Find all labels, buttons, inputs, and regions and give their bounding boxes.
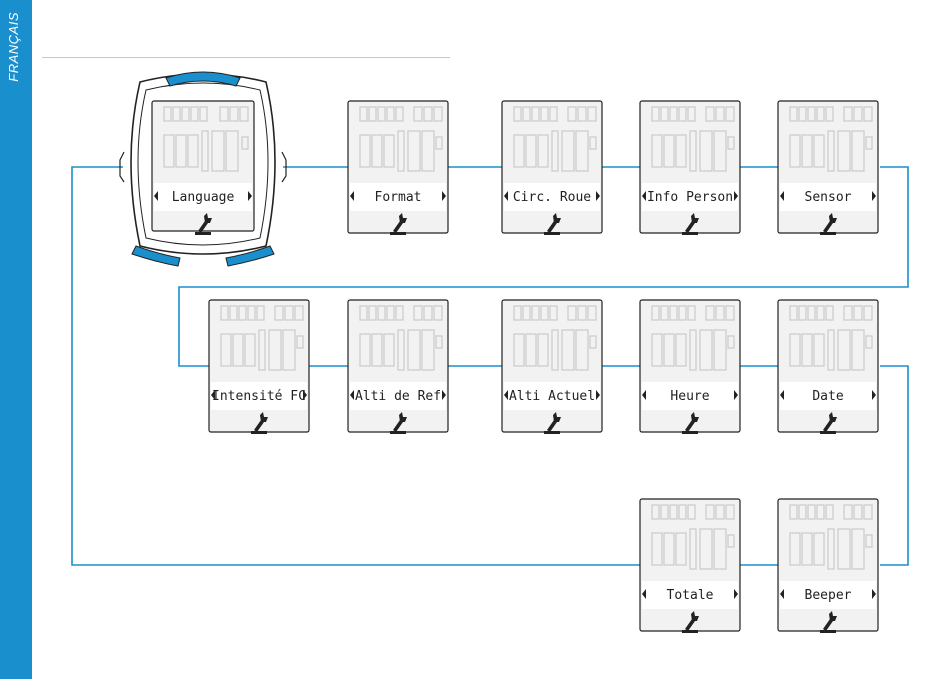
menu-item-label: Info Person [647,190,733,205]
menu-screen-7[interactable]: Alti Actuel [502,300,602,434]
wrench-base [682,431,698,434]
wrench-base [390,431,406,434]
wrench-base [682,630,698,633]
menu-item-label: Date [812,389,843,404]
cycle-computer-device: Language [120,72,286,266]
wrench-base [544,431,560,434]
connector-row2-row3 [880,366,908,565]
menu-item-label: Intensité FC [212,389,306,404]
menu-screen-6[interactable]: Alti de Ref [348,300,448,434]
wrench-base [682,232,698,235]
menu-item-label: Totale [667,588,714,603]
menu-item-label: Format [375,190,422,205]
wrench-base [820,630,836,633]
menu-item-label: Beeper [805,588,852,603]
wrench-base [820,232,836,235]
menu-item-label: Sensor [805,190,852,205]
menu-screen-9[interactable]: Date [778,300,878,434]
menu-screen-8[interactable]: Heure [640,300,740,434]
menu-item-label: Alti Actuel [509,389,595,404]
menu-screen-2[interactable]: Circ. Roue [502,101,602,235]
menu-screen-1[interactable]: Format [348,101,448,235]
menu-screen-5[interactable]: Intensité FC [209,300,309,434]
menu-screen-language[interactable]: Language [152,101,254,235]
wrench-base [251,431,267,434]
wrench-base [820,431,836,434]
menu-screen-3[interactable]: Info Person [640,101,740,235]
menu-item-label: Circ. Roue [513,190,591,205]
wrench-base [544,232,560,235]
menu-screen-4[interactable]: Sensor [778,101,878,235]
wrench-base [390,232,406,235]
menu-item-label: Alti de Ref [355,389,441,404]
menu-screen-10[interactable]: Totale [640,499,740,633]
menu-screen-11[interactable]: Beeper [778,499,878,633]
wrench-base [195,232,211,235]
menu-item-label: Language [172,190,235,205]
menu-screens: Format Circ. Roue Info Person SensorIntensi… [209,101,878,633]
menu-item-label: Heure [670,389,709,404]
